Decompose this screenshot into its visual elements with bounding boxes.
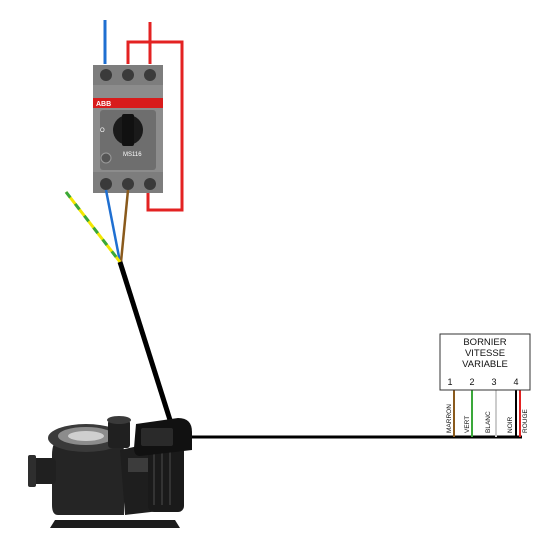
wire-label-marron: MARRON <box>446 404 453 433</box>
bottom-terminal-3 <box>144 178 156 190</box>
setting-dial <box>100 152 112 164</box>
earth-wire <box>64 191 122 263</box>
top-terminal-3 <box>144 69 156 81</box>
top-terminal-2 <box>122 69 134 81</box>
breaker-brand: ABB <box>96 101 111 108</box>
pump-inlet <box>32 458 56 484</box>
terminal-number-2: 2 <box>469 377 474 387</box>
wire-label-vert: VERT <box>464 416 471 433</box>
terminal-number-1: 1 <box>447 377 452 387</box>
control-cable: MARRON VERT BLANC NOIR ROUGE <box>190 390 529 439</box>
pump-outlet <box>108 420 130 448</box>
terminal-block-title-2: VITESSE <box>465 348 505 359</box>
bottom-terminal-2 <box>122 178 134 190</box>
bottom-terminal-1 <box>100 178 112 190</box>
terminal-number-3: 3 <box>491 377 496 387</box>
pump-motor <box>148 440 184 512</box>
motor-cable <box>117 261 173 421</box>
pump-label <box>128 458 150 472</box>
wire-label-blanc: BLANC <box>485 411 492 433</box>
output-blue-wire <box>104 189 122 263</box>
wire-label-noir: NOIR <box>507 416 514 433</box>
red-bridge-loop <box>126 40 184 212</box>
terminal-block-title-1: BORNIER <box>463 337 506 348</box>
supply-wires <box>103 20 184 212</box>
motor-cable-wires <box>64 189 173 421</box>
wire-label-rouge: ROUGE <box>522 409 529 434</box>
pool-pump <box>28 416 192 528</box>
terminal-block: BORNIER VITESSE VARIABLE 1 2 3 4 <box>439 333 531 391</box>
motor-breaker: ABB O MS116 <box>93 65 163 193</box>
off-marker: O <box>100 128 105 134</box>
terminal-block-title-3: VARIABLE <box>462 359 508 370</box>
terminal-number-4: 4 <box>513 377 518 387</box>
breaker-model: MS116 <box>123 152 142 158</box>
top-terminal-1 <box>100 69 112 81</box>
output-brown-wire <box>119 189 130 263</box>
